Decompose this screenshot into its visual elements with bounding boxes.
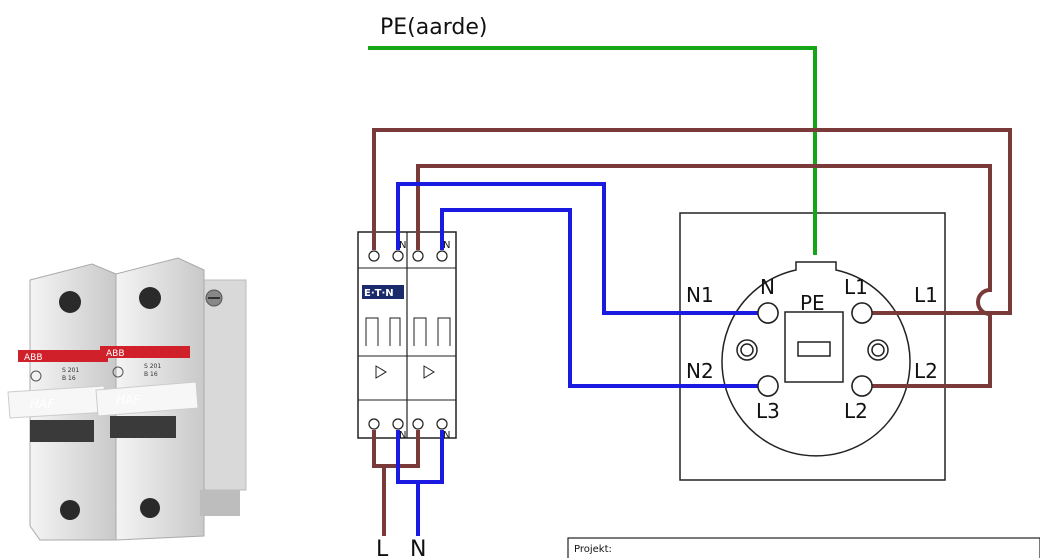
socket-box <box>679 212 946 481</box>
breaker-n-label: N <box>443 240 450 251</box>
socket-l2-label: L2 <box>914 359 938 383</box>
breaker-n-label: N <box>399 430 406 441</box>
brand-label: E·T·N <box>364 288 394 299</box>
supply-n-label: N <box>410 537 426 558</box>
supply-l-label: L <box>376 537 389 558</box>
n2-wire <box>440 208 768 388</box>
pin-pe-label: PE <box>800 291 825 315</box>
pe-wire <box>368 46 817 255</box>
socket-l1-label: L1 <box>914 283 938 307</box>
rating-text: B 16 <box>62 375 76 382</box>
abb-logo: ABB <box>24 353 43 363</box>
rating-text: S 201 <box>144 363 161 370</box>
n1-wire <box>396 182 768 315</box>
title-block <box>567 537 1040 558</box>
handle-text: HAF <box>30 397 55 411</box>
socket-n2-label: N2 <box>686 359 714 383</box>
breaker-n-label: N <box>399 240 406 251</box>
circuit-breaker: E·T·N <box>357 231 457 439</box>
breaker-n-label: N <box>443 430 450 441</box>
breaker-pole-1: ABB S 201 B 16 HAF <box>7 263 117 541</box>
l2-wire <box>416 164 992 388</box>
pin-l2-label: L2 <box>844 399 868 423</box>
breaker-pole-2: ABB S 201 B 16 HAF <box>95 257 205 541</box>
rating-text: S 201 <box>62 367 79 374</box>
title-block-label: Projekt: <box>574 544 612 555</box>
abb-logo: ABB <box>106 349 125 359</box>
pin-l1-label: L1 <box>844 275 868 299</box>
rating-text: B 16 <box>144 371 158 378</box>
l1-wire <box>372 128 1012 315</box>
pin-blind-right <box>867 339 889 361</box>
pin-blind-left <box>736 339 758 361</box>
pe-label: PE(aarde) <box>380 15 487 40</box>
pe-contact <box>784 311 844 383</box>
pin-n-label: N <box>760 275 775 299</box>
socket-n1-label: N1 <box>686 283 714 307</box>
breaker-photo: ABB S 201 B 16 HAF ABB S 201 B 16 HAF <box>7 257 247 541</box>
handle-text: HAF <box>116 393 141 407</box>
eaton-logo <box>362 285 404 299</box>
pin-l3-label: L3 <box>756 399 780 423</box>
